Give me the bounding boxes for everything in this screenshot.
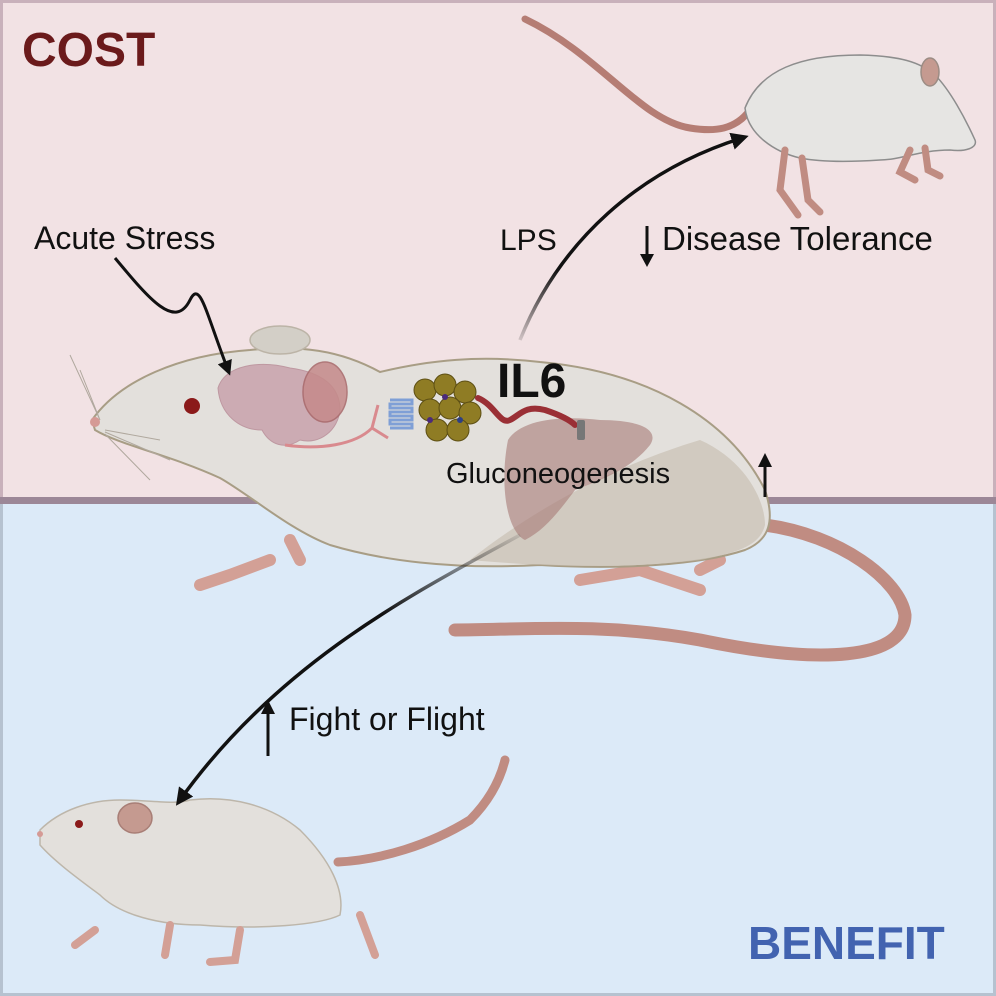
central-mouse-ear-back [249, 325, 311, 355]
whiskers [69, 354, 171, 481]
disease-tolerance-label: Disease Tolerance [662, 220, 933, 257]
central-mouse-ear [302, 361, 348, 423]
sick-mouse-legs [776, 144, 944, 219]
central-mouse-tail [448, 518, 912, 662]
fight-flight-up-icon [261, 700, 275, 756]
sick-mouse-tail [521, 15, 754, 134]
sick-mouse [521, 15, 977, 219]
running-mouse-tail [333, 755, 510, 867]
disease-tolerance-down-icon [640, 226, 654, 267]
fight-flight-arrow [175, 533, 521, 806]
central-mouse-shadow [470, 440, 765, 566]
adrenergic-receptor [388, 398, 414, 430]
sympathetic-nerve [284, 404, 389, 449]
gluconeogenesis-label: Gluconeogenesis [446, 458, 671, 490]
benefit-title: BENEFIT [748, 917, 945, 969]
running-mouse-nose [37, 831, 43, 837]
sick-mouse-ear [920, 57, 940, 87]
acute-stress-label: Acute Stress [34, 220, 216, 256]
central-mouse-eye [184, 398, 200, 414]
blood-vessel-il6 [475, 395, 578, 428]
running-mouse-legs [71, 911, 379, 966]
central-mouse [69, 325, 912, 662]
acute-stress-arrow [113, 257, 232, 376]
liver [504, 418, 653, 540]
running-mouse-eye [75, 820, 83, 828]
lps-label: LPS [500, 224, 557, 257]
running-mouse [37, 755, 510, 966]
central-mouse-nose [90, 417, 100, 427]
adipose-tissue [413, 373, 482, 442]
gluconeogenesis-up-icon [758, 453, 772, 497]
running-mouse-body [39, 798, 342, 928]
running-mouse-ear [117, 802, 153, 834]
central-mouse-feet [194, 534, 726, 596]
il6-label: IL6 [497, 355, 567, 408]
cost-title: COST [22, 24, 156, 77]
fight-or-flight-label: Fight or Flight [289, 701, 485, 737]
lps-arrow [518, 132, 749, 341]
hepatic-vessel [577, 420, 585, 440]
